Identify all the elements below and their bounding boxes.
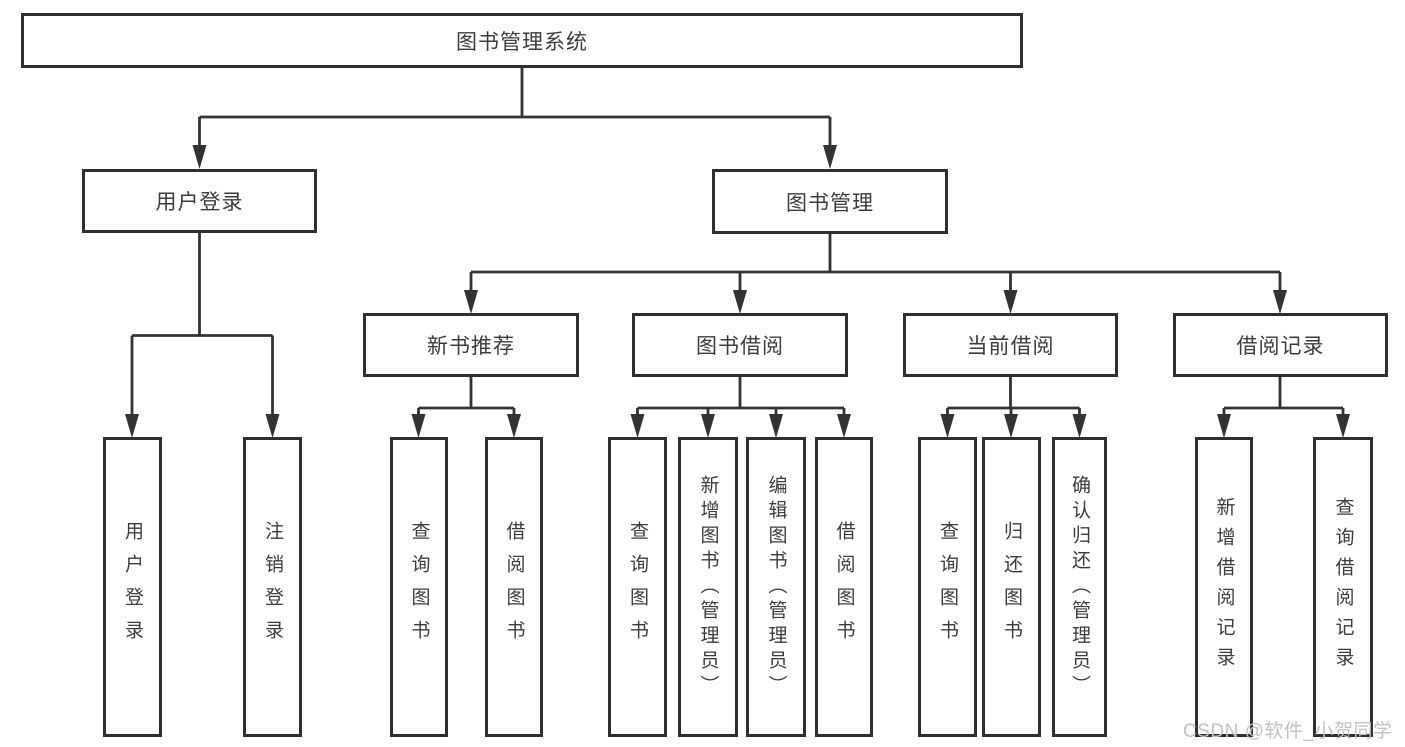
node-label: 当前借阅 bbox=[966, 335, 1055, 358]
node-label: 查询图书 bbox=[937, 521, 958, 653]
node-label: 确认归还（管理员） bbox=[1069, 474, 1090, 700]
node-borrow-books-borrowing: 借阅图书 bbox=[815, 437, 873, 737]
node-label: 归还图书 bbox=[1001, 521, 1022, 653]
node-label: 编辑图书（管理员） bbox=[765, 474, 787, 700]
node-confirm-return-admin: 确认归还（管理员） bbox=[1052, 437, 1107, 737]
node-current-borrowing: 当前借阅 bbox=[903, 313, 1118, 377]
node-label: 图书管理 bbox=[786, 191, 874, 215]
tree-edges bbox=[130, 68, 1345, 418]
node-query-borrow-record: 查询借阅记录 bbox=[1313, 437, 1373, 737]
node-label: 图书管理系统 bbox=[456, 30, 588, 54]
node-label: 新书推荐 bbox=[427, 335, 515, 358]
node-borrowing-records: 借阅记录 bbox=[1173, 313, 1388, 377]
node-label: 用户登录 bbox=[122, 521, 143, 653]
node-add-borrow-record: 新增借阅记录 bbox=[1195, 437, 1253, 737]
csdn-watermark: CSDN @软件_小贺同学 bbox=[1183, 721, 1393, 742]
node-label: 借阅图书 bbox=[833, 521, 855, 653]
node-label: 新增借阅记录 bbox=[1213, 497, 1235, 677]
node-new-book-recommend: 新书推荐 bbox=[363, 313, 579, 377]
node-edit-books-admin: 编辑图书（管理员） bbox=[746, 437, 806, 737]
node-label: 新增图书（管理员） bbox=[697, 474, 719, 700]
node-label: 借阅记录 bbox=[1236, 335, 1325, 358]
node-query-books-recommend: 查询图书 bbox=[390, 437, 448, 737]
node-label: 查询借阅记录 bbox=[1332, 497, 1354, 677]
node-add-books-admin: 新增图书（管理员） bbox=[678, 437, 738, 737]
node-user-login-action: 用户登录 bbox=[103, 437, 162, 737]
node-borrow-books-recommend: 借阅图书 bbox=[485, 437, 543, 737]
node-book-borrowing: 图书借阅 bbox=[632, 313, 848, 377]
node-label: 图书借阅 bbox=[696, 335, 784, 358]
node-label: 用户登录 bbox=[155, 191, 244, 214]
node-logout: 注销登录 bbox=[243, 437, 302, 737]
node-library-management-system: 图书管理系统 bbox=[21, 13, 1023, 68]
arrow-heads bbox=[125, 145, 1350, 438]
node-query-books-current: 查询图书 bbox=[918, 437, 977, 737]
node-label: 注销登录 bbox=[262, 521, 283, 653]
node-label: 借阅图书 bbox=[503, 521, 525, 653]
node-label: 查询图书 bbox=[408, 521, 430, 653]
node-user-login: 用户登录 bbox=[82, 169, 317, 233]
node-label: 查询图书 bbox=[627, 521, 648, 653]
node-book-management: 图书管理 bbox=[712, 169, 948, 234]
node-return-books: 归还图书 bbox=[982, 437, 1041, 737]
node-query-books-borrowing: 查询图书 bbox=[608, 437, 667, 737]
